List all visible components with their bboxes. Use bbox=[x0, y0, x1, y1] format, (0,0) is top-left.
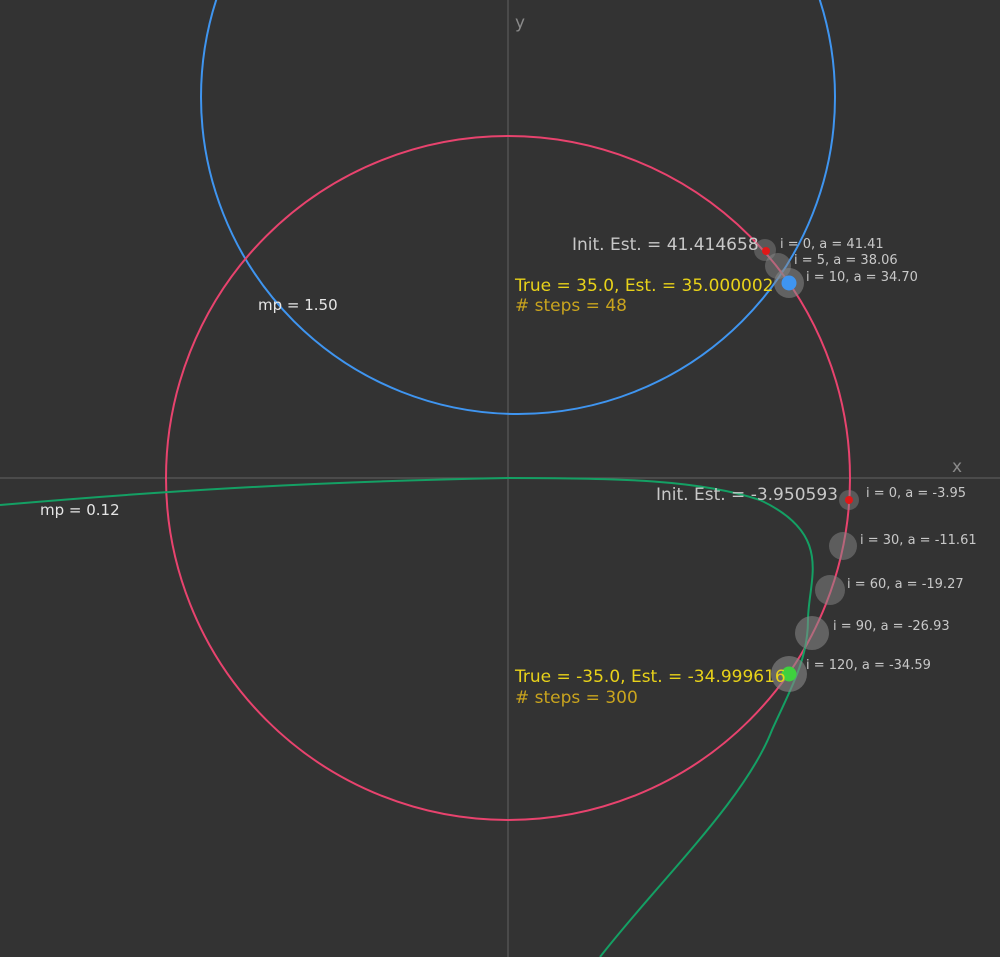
upper-iteration-label: i = 5, a = 38.06 bbox=[794, 253, 898, 268]
blue-circle bbox=[200, 0, 836, 415]
lower-iteration-label: i = 30, a = -11.61 bbox=[860, 533, 977, 548]
lower-iteration-label: i = 60, a = -19.27 bbox=[847, 577, 964, 592]
lower-true-estimate: True = -35.0, Est. = -34.999616 bbox=[514, 667, 786, 687]
iteration-marker bbox=[829, 532, 857, 560]
y-axis-label: y bbox=[515, 13, 525, 33]
lower-iteration-label: i = 0, a = -3.95 bbox=[866, 486, 966, 501]
red-circle bbox=[165, 135, 851, 821]
init-estimate-dot bbox=[845, 496, 853, 504]
green-curve bbox=[0, 476, 814, 957]
x-axis-label: x bbox=[952, 457, 962, 477]
upper-iteration-label: i = 0, a = 41.41 bbox=[780, 237, 884, 252]
lower-iteration-label: i = 90, a = -26.93 bbox=[833, 619, 950, 634]
iteration-marker bbox=[815, 575, 845, 605]
mp-label-green: mp = 0.12 bbox=[40, 501, 120, 519]
iteration-marker bbox=[795, 616, 829, 650]
init-estimate-dot bbox=[762, 247, 770, 255]
upper-iteration-label: i = 10, a = 34.70 bbox=[806, 270, 918, 285]
lower-init-estimate: Init. Est. = -3.950593 bbox=[656, 485, 838, 505]
upper-init-estimate: Init. Est. = 41.414658 bbox=[572, 235, 759, 255]
solution-marker-blue bbox=[781, 275, 797, 291]
lower-steps: # steps = 300 bbox=[515, 688, 638, 708]
upper-true-estimate: True = 35.0, Est. = 35.000002 bbox=[514, 276, 773, 296]
solution-marker-green bbox=[781, 666, 797, 682]
upper-steps: # steps = 48 bbox=[515, 296, 627, 316]
lower-iteration-label: i = 120, a = -34.59 bbox=[806, 658, 931, 673]
mp-label-blue: mp = 1.50 bbox=[258, 296, 338, 314]
